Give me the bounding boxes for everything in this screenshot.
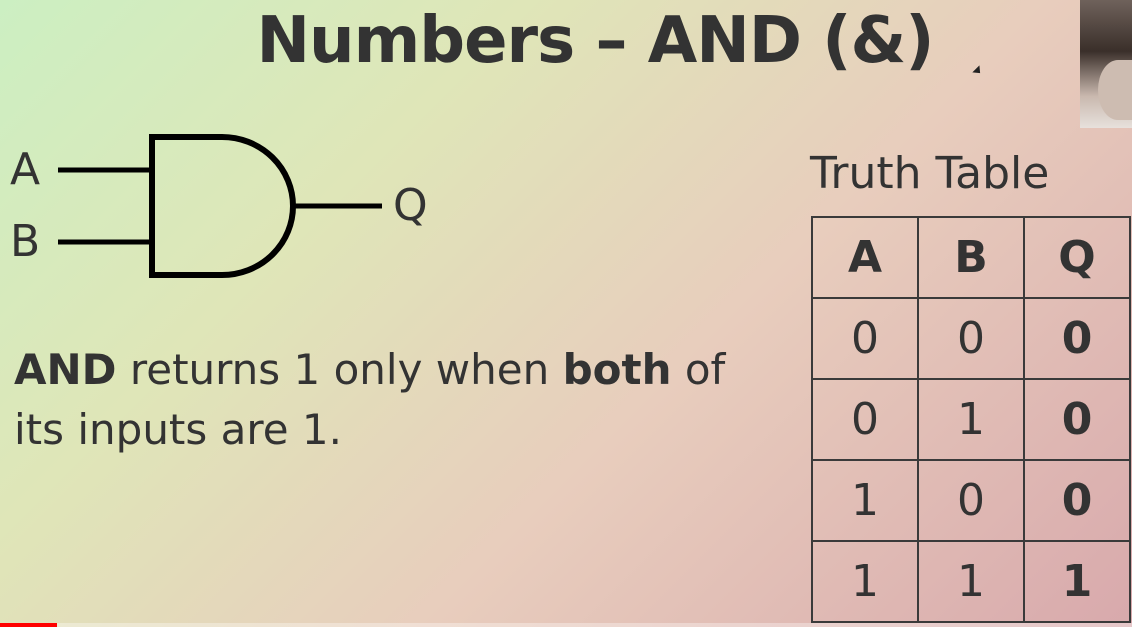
header-a: A <box>811 216 919 299</box>
truth-table: A B Q 0 0 0 0 1 0 1 0 0 1 1 <box>811 216 1131 623</box>
gate-input-a-label: A <box>10 144 41 195</box>
cell-b: 0 <box>917 297 1025 380</box>
truth-table-title: Truth Table <box>810 148 1050 199</box>
description-and-keyword: AND <box>14 345 117 394</box>
cell-b: 1 <box>917 378 1025 461</box>
cell-q: 0 <box>1023 459 1131 542</box>
presenter-face <box>1098 60 1132 120</box>
and-gate-body <box>149 134 296 278</box>
cell-a: 1 <box>811 540 919 623</box>
and-description: AND returns 1 only when both of its inpu… <box>14 340 734 460</box>
description-both-keyword: both <box>562 345 672 394</box>
cell-b: 1 <box>917 540 1025 623</box>
gate-input-b-label: B <box>10 216 41 267</box>
cell-a: 0 <box>811 378 919 461</box>
cell-a: 1 <box>811 459 919 542</box>
cell-q: 1 <box>1023 540 1131 623</box>
cell-q: 0 <box>1023 297 1131 380</box>
table-row: 1 0 0 <box>811 459 1131 542</box>
cell-q: 0 <box>1023 378 1131 461</box>
video-progress-fill <box>0 623 57 627</box>
slide-title: Numbers – AND (&) <box>256 4 934 78</box>
cell-a: 0 <box>811 297 919 380</box>
truth-table-header-row: A B Q <box>811 216 1131 299</box>
webcam-overlay <box>1080 0 1132 128</box>
gate-output-q-label: Q <box>393 180 428 231</box>
table-row: 1 1 1 <box>811 540 1131 623</box>
description-text-1: returns 1 only when <box>116 345 563 394</box>
table-row: 0 1 0 <box>811 378 1131 461</box>
description-text-2: of its inputs are 1. <box>14 345 726 454</box>
cell-b: 0 <box>917 459 1025 542</box>
video-progress-bar[interactable] <box>0 623 1132 627</box>
header-q: Q <box>1023 216 1131 299</box>
and-gate-icon <box>58 134 382 278</box>
table-row: 0 0 0 <box>811 297 1131 380</box>
header-b: B <box>917 216 1025 299</box>
